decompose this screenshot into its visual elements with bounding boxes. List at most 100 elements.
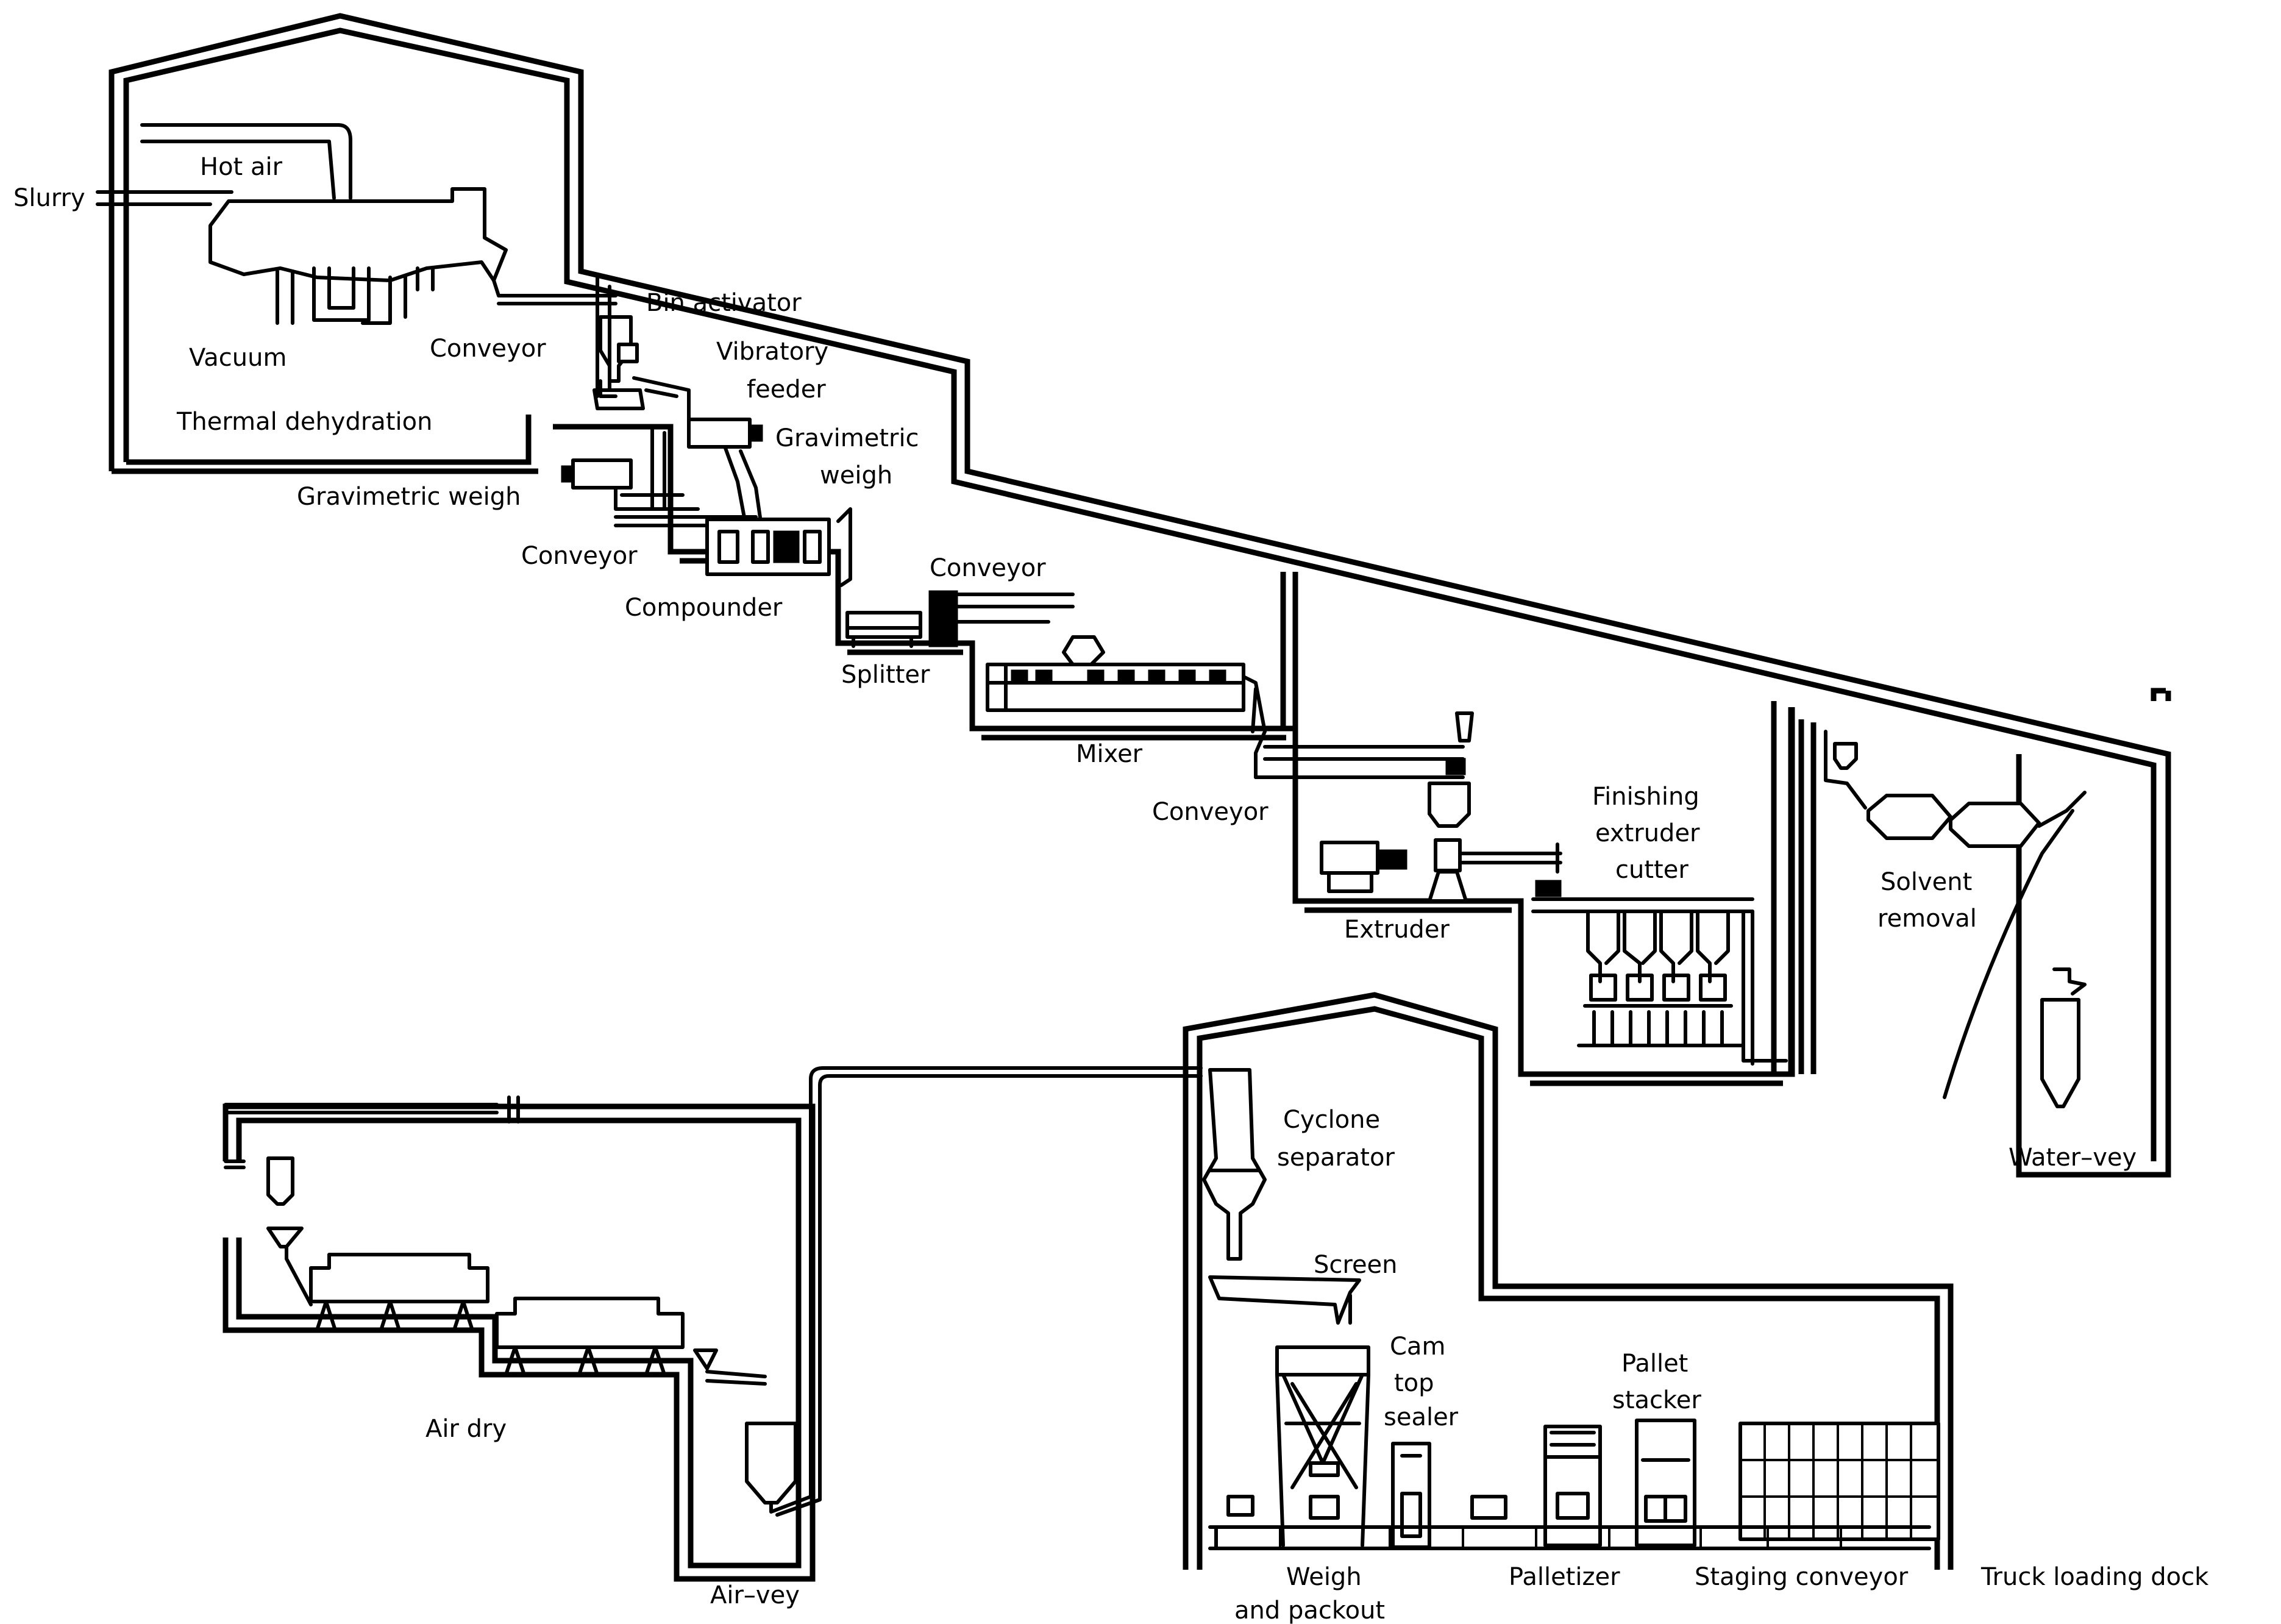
label-finishing-extruder-cutter-1: Finishing bbox=[1592, 783, 1699, 811]
packout-equipment bbox=[1202, 1068, 1940, 1550]
mixer-port-1 bbox=[1011, 669, 1028, 684]
splitter-section bbox=[845, 590, 1105, 666]
compounder-door-1 bbox=[717, 530, 739, 564]
palletizer-details bbox=[1543, 1431, 1602, 1520]
label-thermal-dehydration: Thermal dehydration bbox=[176, 408, 432, 436]
cutter-unit-4 bbox=[1693, 910, 1733, 1047]
weigh-packout-scale bbox=[1309, 1495, 1340, 1520]
air-vey-hopper bbox=[745, 1422, 797, 1505]
dehydrator-drum bbox=[208, 187, 508, 282]
mixer-panel-lines bbox=[986, 663, 1245, 712]
air-dry-inlet bbox=[224, 1159, 246, 1169]
label-slurry: Slurry bbox=[13, 184, 85, 212]
mixer-port-7 bbox=[1209, 669, 1226, 684]
interior-partition-solvent bbox=[1771, 701, 1817, 1074]
compounder-door-3 bbox=[803, 530, 822, 564]
extruder-coupling bbox=[1378, 849, 1407, 870]
label-truck-loading-dock: Truck loading dock bbox=[1980, 1563, 2209, 1591]
cutter-unit-3 bbox=[1656, 910, 1696, 1047]
packout-floor-conveyor bbox=[1208, 1525, 1931, 1550]
compounder-side bbox=[836, 507, 852, 618]
label-cam-top-sealer-3: sealer bbox=[1384, 1403, 1459, 1431]
solvent-tank-2 bbox=[1949, 802, 2041, 848]
weigh-discharge-pipe bbox=[724, 446, 764, 532]
water-vey-outlet-pipe bbox=[2151, 688, 2171, 701]
cutter-unit-1 bbox=[1583, 910, 1623, 1047]
label-splitter: Splitter bbox=[841, 661, 930, 689]
mixer-hopper bbox=[1062, 635, 1105, 666]
compounder bbox=[705, 507, 852, 618]
label-staging-conveyor: Staging conveyor bbox=[1695, 1563, 1909, 1591]
mixer-port-2 bbox=[1035, 669, 1053, 684]
label-solvent-removal-1: Solvent bbox=[1881, 868, 1972, 896]
air-dry-dryer-1 bbox=[309, 1253, 489, 1303]
solvent-discharge-pipe bbox=[1943, 791, 2087, 1099]
label-screen: Screen bbox=[1314, 1251, 1398, 1279]
label-extruder: Extruder bbox=[1344, 916, 1450, 944]
extruder-hopper bbox=[1428, 782, 1471, 828]
label-conveyor-1: Conveyor bbox=[430, 335, 546, 363]
mixer-port-4 bbox=[1117, 669, 1135, 684]
air-vey-pipeline bbox=[224, 1066, 1203, 1407]
label-conveyor-4: Conveyor bbox=[1152, 798, 1269, 826]
extruder-feed-valve bbox=[1445, 758, 1466, 775]
conveyor-4-belt bbox=[1254, 745, 1465, 779]
compounder-panel bbox=[773, 530, 800, 563]
air-dry-dryer-2 bbox=[495, 1297, 685, 1349]
label-cyclone-separator-2: separator bbox=[1277, 1144, 1395, 1172]
mixer-body bbox=[986, 663, 1245, 712]
air-dry bbox=[266, 1156, 822, 1517]
slurry-inlet-pipe bbox=[96, 190, 233, 206]
gravimetric-weigh-left-unit bbox=[571, 458, 633, 490]
air-dry-header-pipe bbox=[224, 1095, 520, 1124]
label-finishing-extruder-cutter-2: extruder bbox=[1595, 819, 1700, 847]
gravimetric-weigh-right-unit bbox=[687, 418, 752, 449]
thermal-dehydrator bbox=[96, 123, 617, 325]
interior-partition-mixer bbox=[1280, 572, 1298, 728]
label-water-vey: Water–vey bbox=[2009, 1144, 2137, 1172]
cutter-base-rail bbox=[1577, 910, 1788, 1066]
upper-building-outline-outer bbox=[109, 13, 2171, 1178]
label-vacuum: Vacuum bbox=[189, 344, 286, 372]
extruder-barrel bbox=[1434, 838, 1462, 872]
label-gravimetric-weigh-left: Gravimetric weigh bbox=[297, 483, 521, 511]
feed-column bbox=[650, 425, 666, 511]
solvent-tank-1 bbox=[1866, 794, 1952, 840]
splitter-body bbox=[845, 611, 922, 639]
vacuum-lines bbox=[276, 266, 435, 325]
conveyor-3-drive bbox=[928, 590, 958, 647]
gravimetric-weigh-right-indicator bbox=[749, 424, 763, 442]
packout-building-outline-inner bbox=[1197, 1006, 1940, 1570]
pallet-stacker-details bbox=[1641, 1458, 1690, 1523]
label-air-dry: Air dry bbox=[425, 1415, 507, 1443]
label-weigh-and-packout-1: Weigh bbox=[1286, 1563, 1362, 1591]
label-pallet-stacker-1: Pallet bbox=[1621, 1350, 1688, 1378]
solvent-feed-pipe bbox=[1824, 730, 1867, 810]
gravimetric-weigh-left-indicator bbox=[561, 465, 574, 483]
label-cam-top-sealer-2: top bbox=[1394, 1369, 1434, 1397]
diagram-labels: Slurry Hot air Vacuum Conveyor Thermal d… bbox=[13, 153, 2209, 1624]
pallet-stacker-frame bbox=[1635, 1419, 1696, 1547]
label-mixer: Mixer bbox=[1076, 740, 1143, 768]
solvent-removal bbox=[1824, 730, 2087, 1108]
packout-building-outline bbox=[1183, 992, 1954, 1570]
vibratory-feeder-frame bbox=[596, 276, 691, 422]
staging-pallet-grid bbox=[1738, 1422, 1940, 1541]
cyclone-separator-body bbox=[1202, 1068, 1267, 1261]
label-air-vey: Air–vey bbox=[710, 1581, 800, 1609]
cutter-top-rail bbox=[1531, 897, 1754, 913]
label-weigh-and-packout-2: and packout bbox=[1234, 1597, 1385, 1624]
extruder-motor bbox=[1320, 841, 1379, 875]
extruder-stand bbox=[1428, 870, 1468, 903]
label-gravimetric-weigh-right-2: weigh bbox=[820, 461, 892, 490]
label-palletizer: Palletizer bbox=[1509, 1563, 1620, 1591]
air-dry-feed-hopper bbox=[266, 1156, 294, 1206]
label-pallet-stacker-2: stacker bbox=[1612, 1386, 1701, 1414]
label-gravimetric-weigh-right-1: Gravimetric bbox=[775, 424, 919, 452]
label-cyclone-separator-1: Cyclone bbox=[1283, 1106, 1380, 1134]
mixer-port-5 bbox=[1148, 669, 1165, 684]
water-vey-hopper bbox=[2040, 998, 2080, 1108]
label-solvent-removal-2: removal bbox=[1877, 905, 1977, 933]
extruder-motor-base bbox=[1327, 871, 1373, 893]
